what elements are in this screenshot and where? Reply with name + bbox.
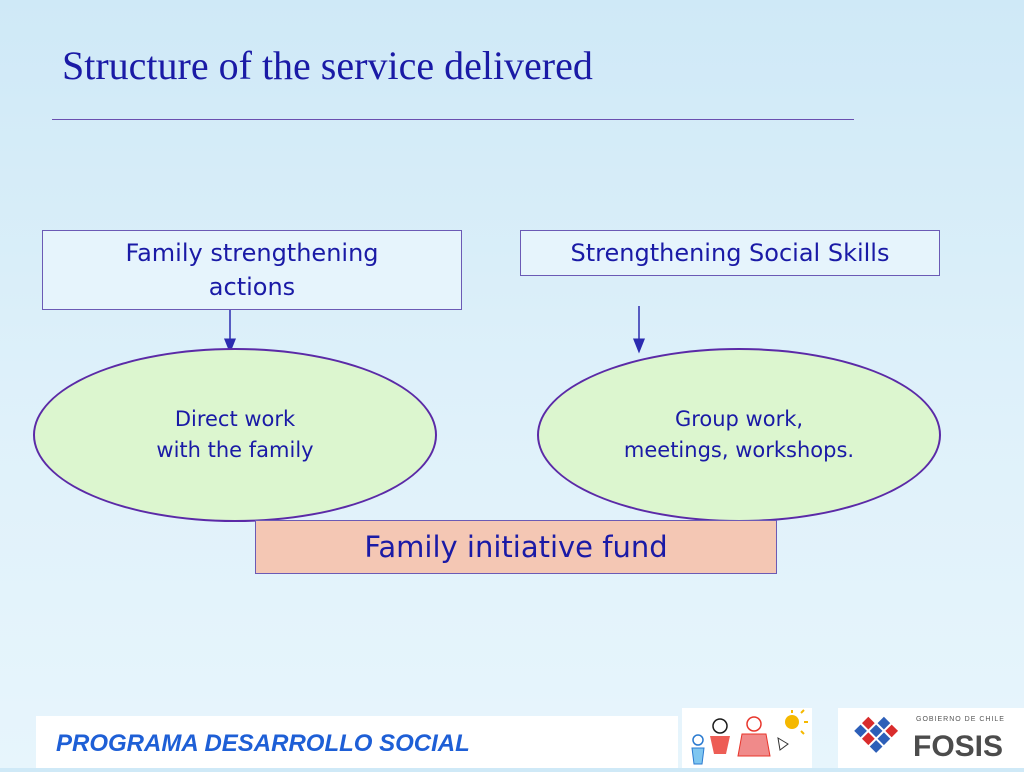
family-strengthening-line1: Family strengthening (125, 239, 379, 267)
fosis-heading: GOBIERNO DE CHILE (916, 716, 1005, 723)
family-strengthening-box: Family strengthening actions (42, 230, 462, 310)
group-work-line1: Group work, (674, 407, 804, 431)
fosis-wordmark: FOSIS (913, 730, 1004, 763)
title-divider (52, 119, 854, 120)
family-strengthening-line2: actions (208, 273, 296, 301)
group-work-oval: Group work, meetings, workshops. (537, 348, 941, 522)
direct-work-oval: Direct work with the family (33, 348, 437, 522)
fosis-logo: GOBIERNO DE CHILE FOSIS (838, 708, 1024, 768)
footer-bar: PROGRAMA DESARROLLO SOCIAL (36, 716, 678, 768)
family-initiative-fund-label: Family initiative fund (364, 530, 668, 564)
family-initiative-fund-box: Family initiative fund (255, 520, 777, 574)
direct-work-line1: Direct work (174, 407, 296, 431)
social-skills-label: Strengthening Social Skills (570, 239, 890, 267)
fosis-emblem-icon (854, 716, 899, 753)
children-drawing-icon (691, 709, 808, 765)
group-work-line2: meetings, workshops. (623, 438, 855, 462)
social-skills-box: Strengthening Social Skills (520, 230, 940, 276)
page-title: Structure of the service delivered (62, 43, 593, 88)
program-name: PROGRAMA DESARROLLO SOCIAL (56, 730, 470, 757)
children-drawing-logo (682, 708, 812, 768)
direct-work-line2: with the family (156, 438, 314, 462)
